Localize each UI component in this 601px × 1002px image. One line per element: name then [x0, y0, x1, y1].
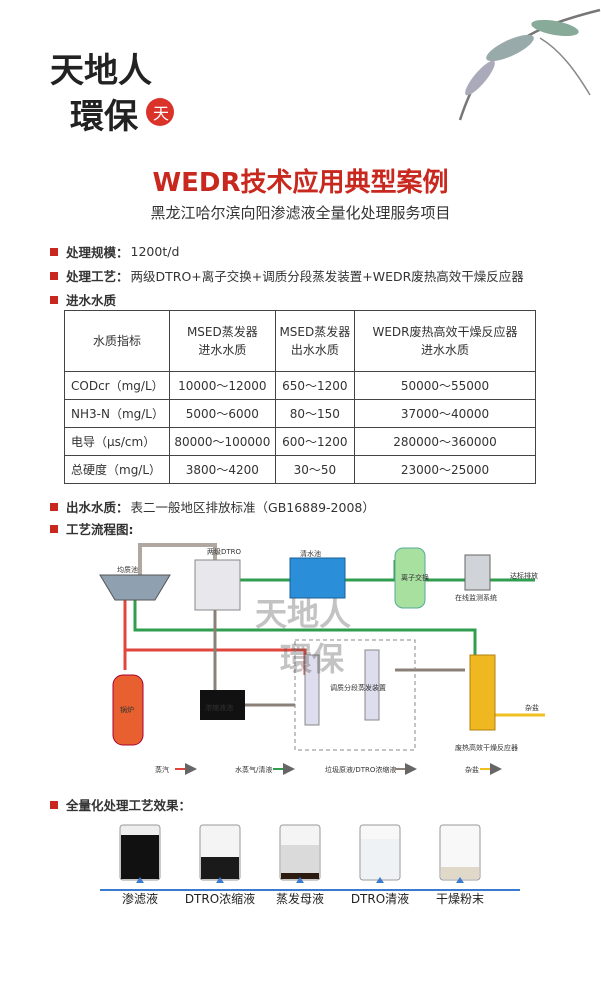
svg-text:天地人: 天地人	[255, 595, 351, 633]
bullet-scale: 处理规模：1200t/d	[50, 242, 179, 261]
sample-label-2: 蒸发母液	[275, 892, 324, 906]
legend-water: 水蒸气/清液	[235, 765, 272, 774]
table-cell: 30～50	[274, 455, 356, 484]
flow-qingshuichi: 清水池	[300, 549, 321, 558]
legend-steam: 蒸汽	[155, 765, 169, 774]
table-cell: 电导（μs/cm）	[64, 427, 170, 456]
sample-label-4: 干燥粉末	[435, 892, 484, 906]
svg-text:天: 天	[153, 104, 169, 123]
table-header-3: WEDR废热高效干燥反应器进水水质	[354, 310, 536, 372]
flow-dabiao: 达标排放	[510, 571, 538, 580]
table-cell: 3800～4200	[169, 455, 276, 484]
flow-lizi: 离子交换	[401, 573, 429, 582]
flow-zaixian: 在线监测系统	[455, 593, 497, 602]
beaker-dtro-clear	[359, 824, 401, 881]
beaker-evap-mother	[279, 824, 321, 881]
process-flow-diagram: 均质池 两级DTRO 清水池 离子交换 在线监测系统 达标排放 锅炉 浓缩液池 …	[99, 543, 545, 775]
bullet-effluent: 出水水质：表二一般地区排放标准（GB16889-2008）	[50, 497, 375, 516]
table-header-1: MSED蒸发器进水水质	[169, 310, 276, 372]
sample-label-1: DTRO浓缩液	[184, 892, 256, 906]
sample-beakers	[100, 824, 520, 891]
table-header-2: MSED蒸发器出水水质	[274, 310, 356, 372]
page-title: WEDR技术应用典型案例	[152, 168, 449, 198]
flow-wedr: 废热高效干燥反应器	[455, 743, 518, 752]
beaker-dry-powder	[439, 824, 481, 881]
svg-text:天地人: 天地人	[50, 51, 152, 91]
beaker-leachate	[119, 824, 161, 881]
legend-raw: 垃圾原液/DTRO浓缩液	[325, 765, 396, 774]
bullet-process: 处理工艺：两级DTRO+离子交换+调质分段蒸发装置+WEDR废热高效干燥反应器	[50, 266, 524, 285]
bullet-flow: 工艺流程图:	[50, 519, 136, 538]
table-cell: 650～1200	[274, 371, 356, 400]
table-cell: 37000～40000	[354, 399, 536, 428]
bullet-influent: 进水水质	[50, 290, 118, 309]
table-cell: 80000～100000	[169, 427, 276, 456]
svg-text:環保: 環保	[70, 97, 139, 137]
table-cell: 80～150	[274, 399, 356, 428]
ink-branch-decoration	[458, 8, 601, 121]
sample-label-3: DTRO清液	[350, 892, 410, 906]
legend-salt: 杂盐	[465, 765, 479, 774]
beaker-dtro-concentrate	[199, 824, 241, 881]
svg-text:環保: 環保	[280, 640, 345, 678]
flow-legend: 蒸汽 水蒸气/清液 垃圾原液/DTRO浓缩液 杂盐	[155, 763, 502, 775]
company-logo: 天地人 環保 天	[50, 51, 174, 137]
sample-label-0: 渗滤液	[121, 892, 158, 906]
flow-junzhichi: 均质池	[117, 565, 138, 574]
watermark: 天地人 環保	[255, 595, 351, 678]
table-cell: CODcr（mg/L）	[64, 371, 170, 400]
page-subtitle: 黑龙江哈尔滨向阳渗滤液全量化处理服务项目	[150, 204, 451, 222]
table-cell: 23000～25000	[354, 455, 536, 484]
table-header-0: 水质指标	[64, 310, 170, 372]
flow-dtro: 两级DTRO	[207, 547, 242, 556]
flow-zayan: 杂盐	[525, 703, 539, 712]
flow-tiaozhi: 调质分段蒸发装置	[330, 683, 386, 692]
table-cell: 10000～12000	[169, 371, 276, 400]
table-cell: 50000～55000	[354, 371, 536, 400]
table-cell: NH3-N（mg/L）	[64, 399, 170, 428]
flow-nongsuo: 浓缩液池	[205, 703, 233, 712]
table-cell: 5000～6000	[169, 399, 276, 428]
bullet-effect: 全量化处理工艺效果：	[50, 795, 193, 814]
flow-guolu: 锅炉	[120, 705, 134, 714]
table-cell: 280000～360000	[354, 427, 536, 456]
table-cell: 总硬度（mg/L）	[64, 455, 170, 484]
table-cell: 600～1200	[274, 427, 356, 456]
